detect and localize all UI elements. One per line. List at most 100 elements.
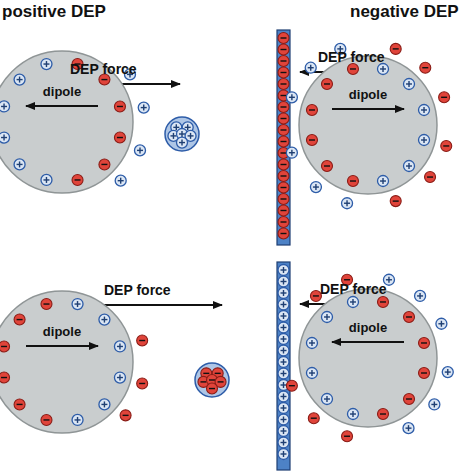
particle-outline bbox=[0, 290, 134, 434]
negative-charge bbox=[286, 380, 297, 391]
positive-charge bbox=[278, 299, 289, 310]
positive-charge bbox=[278, 391, 289, 402]
negative-charge bbox=[308, 413, 319, 424]
column-heading: negative DEP bbox=[350, 2, 459, 22]
positive-charge bbox=[0, 132, 10, 143]
positive-charge bbox=[14, 74, 25, 85]
positive-charge bbox=[321, 394, 332, 405]
positive-charge bbox=[138, 102, 149, 113]
negative-charge bbox=[378, 409, 389, 420]
negative-charge bbox=[207, 383, 218, 394]
positive-charge bbox=[278, 322, 289, 333]
negative-charge bbox=[425, 172, 436, 183]
electrode bbox=[277, 262, 290, 470]
negative-charge bbox=[347, 63, 358, 74]
negative-charge bbox=[14, 314, 25, 325]
negative-charge bbox=[41, 414, 52, 425]
positive-charge bbox=[347, 409, 358, 420]
positive-charge bbox=[278, 426, 289, 437]
positive-charge bbox=[278, 276, 289, 287]
negative-charge bbox=[441, 140, 452, 151]
negative-charge bbox=[404, 394, 415, 405]
column-heading: positive DEP bbox=[2, 2, 106, 22]
particle-circle: dipole bbox=[298, 288, 438, 428]
dipole-arrow bbox=[332, 341, 404, 343]
positive-charge bbox=[99, 314, 110, 325]
negative-charge bbox=[347, 176, 358, 187]
positive-charge bbox=[378, 63, 389, 74]
positive-charge bbox=[378, 176, 389, 187]
negative-charge bbox=[321, 161, 332, 172]
negative-charge bbox=[278, 136, 289, 147]
positive-charge bbox=[278, 403, 289, 414]
negative-charge bbox=[278, 113, 289, 124]
negative-charge bbox=[390, 43, 401, 54]
force-label: DEP force bbox=[70, 61, 137, 77]
positive-charge bbox=[403, 423, 414, 434]
positive-charge bbox=[321, 311, 332, 322]
positive-charge bbox=[134, 145, 145, 156]
negative-charge bbox=[278, 44, 289, 55]
particle-circle: dipole bbox=[298, 55, 438, 195]
positive-charge bbox=[114, 341, 125, 352]
positive-charge bbox=[278, 368, 289, 379]
positive-charge bbox=[278, 414, 289, 425]
negative-charge bbox=[278, 102, 289, 113]
positive-charge bbox=[0, 101, 10, 112]
positive-charge bbox=[347, 296, 358, 307]
positive-charge bbox=[342, 198, 353, 209]
positive-charge bbox=[286, 147, 297, 158]
node-label: dipole bbox=[0, 324, 134, 339]
positive-charge bbox=[429, 399, 440, 410]
negative-charge bbox=[278, 56, 289, 67]
particle-outline bbox=[298, 288, 438, 428]
negative-charge bbox=[306, 135, 317, 146]
node-label: dipole bbox=[298, 87, 438, 102]
positive-charge bbox=[442, 367, 453, 378]
negative-charge bbox=[99, 159, 110, 170]
negative-charge bbox=[278, 182, 289, 193]
negative-charge bbox=[0, 372, 10, 383]
positive-charge bbox=[99, 399, 110, 410]
negative-charge bbox=[278, 33, 289, 44]
positive-charge bbox=[41, 174, 52, 185]
positive-charge bbox=[415, 290, 426, 301]
negative-charge bbox=[342, 431, 353, 442]
negative-charge bbox=[278, 67, 289, 78]
negative-charge bbox=[390, 196, 401, 207]
positive-charge bbox=[72, 414, 83, 425]
positive-charge bbox=[305, 62, 316, 73]
node-label: dipole bbox=[298, 320, 438, 335]
negative-charge bbox=[72, 174, 83, 185]
negative-charge bbox=[439, 92, 450, 103]
particle-outline bbox=[298, 55, 438, 195]
positive-charge bbox=[419, 104, 430, 115]
positive-charge bbox=[419, 135, 430, 146]
force-label: DEP force bbox=[104, 282, 171, 298]
negative-charge bbox=[278, 79, 289, 90]
dipole-arrow bbox=[26, 345, 98, 347]
negative-charge bbox=[14, 399, 25, 410]
negative-charge bbox=[278, 171, 289, 182]
negative-charge bbox=[278, 159, 289, 170]
negative-charge bbox=[404, 311, 415, 322]
positive-charge bbox=[14, 159, 25, 170]
negative-charge bbox=[41, 299, 52, 310]
positive-charge bbox=[306, 368, 317, 379]
positive-charge bbox=[278, 288, 289, 299]
positive-charge bbox=[278, 357, 289, 368]
negative-charge bbox=[137, 378, 148, 389]
positive-charge bbox=[278, 449, 289, 460]
positive-charge bbox=[306, 337, 317, 348]
positive-charge bbox=[278, 265, 289, 276]
positive-charge bbox=[310, 182, 321, 193]
negative-charge bbox=[278, 205, 289, 216]
negative-charge bbox=[306, 104, 317, 115]
electrode bbox=[277, 30, 290, 245]
small-particle bbox=[195, 363, 229, 397]
negative-charge bbox=[310, 290, 321, 301]
negative-charge bbox=[120, 410, 131, 421]
force-arrow bbox=[98, 304, 222, 306]
negative-charge bbox=[114, 101, 125, 112]
